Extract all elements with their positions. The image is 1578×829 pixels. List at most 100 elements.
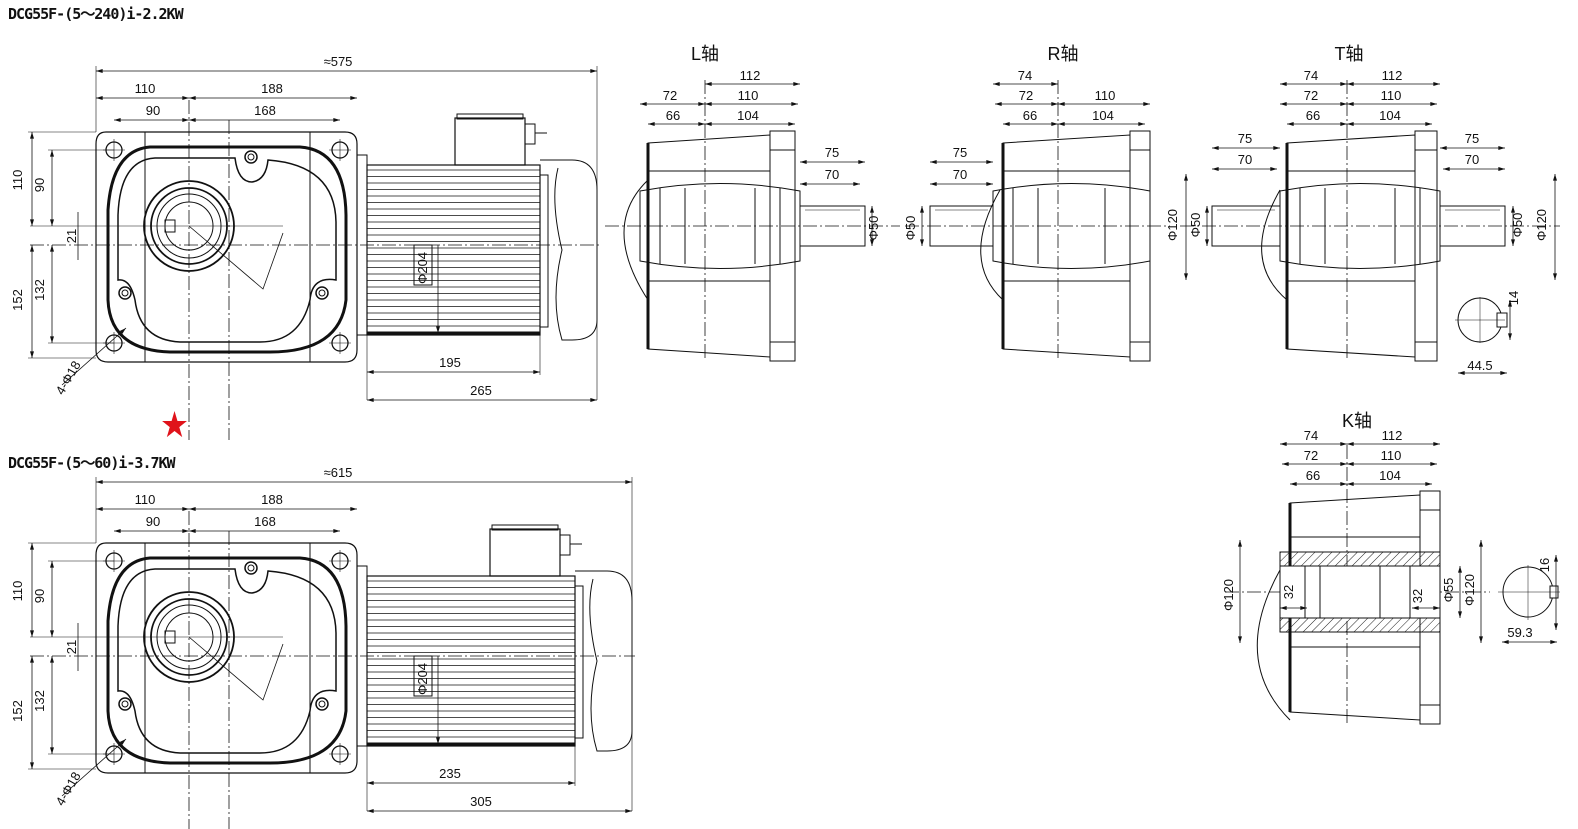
path [639,183,801,269]
dimension-label: 112 [1382,68,1403,83]
circle [315,697,329,711]
dimension-label: 66 [1306,108,1320,123]
dimension-label: 74 [1304,68,1318,83]
dimension-label: T轴 [1335,44,1364,64]
drawing-a-title: DCG55F-(5～240)i-2.2KW [8,5,184,23]
dimension-label: 44.5 [1467,358,1492,373]
path [1002,134,1131,358]
dimension-label: 90 [32,178,47,192]
path [95,131,358,363]
path [1256,569,1291,721]
circle [247,564,255,572]
path [1279,183,1441,269]
circle [121,700,129,708]
dimension-label: 66 [666,108,680,123]
path [1286,134,1416,358]
circle [118,286,132,300]
rect [491,524,559,531]
dimension-label: 74 [1304,428,1318,443]
rect [524,123,536,145]
rect [366,164,541,336]
dimension-label: 90 [146,103,160,118]
path [623,179,649,301]
star-marker-icon: ★ [160,405,190,446]
circle [244,150,258,164]
dimension-label: 112 [1382,428,1403,443]
path [117,157,337,343]
dimension-label: 32 [1281,585,1296,599]
dimension-label: 104 [1379,468,1401,483]
dimension-label: 21 [64,229,79,243]
dimension-label: 305 [470,794,492,809]
dimension-label: 104 [737,108,759,123]
dimension-label: Φ50 [1188,213,1203,238]
dimension-label: 90 [32,589,47,603]
dimension-label: 110 [10,581,25,602]
dimension-label: 104 [1092,108,1114,123]
rect [454,117,526,166]
dimension-label: 110 [135,81,156,96]
dimension-label: 152 [10,289,25,311]
path [980,189,1004,301]
dimension-label: 195 [439,355,461,370]
dimension-label: 152 [10,700,25,722]
rect [413,244,433,286]
circle [247,153,255,161]
dimension-label: Φ120 [1534,209,1549,241]
dimension-label: 14 [1506,291,1521,305]
path [575,570,633,752]
dimension-label: 70 [1465,152,1479,167]
dimension-label: ≈575 [324,54,353,69]
rect [1129,130,1151,362]
dimension-label: 168 [254,103,276,118]
dimension-label: 75 [953,145,967,160]
dimension-label: Φ50 [866,216,881,241]
dimension-label: 110 [1381,88,1402,103]
dimension-label: 235 [439,766,461,781]
circle [244,561,258,575]
dimension-label: ≈615 [324,465,353,480]
rect [366,575,576,747]
rect [1279,617,1441,633]
dimension-label: 70 [1238,152,1252,167]
rect [539,174,549,328]
dimension-label: Φ204 [415,252,430,284]
dimension-label: 110 [135,492,156,507]
dimension-label: Φ120 [1165,209,1180,241]
dimension-label: 132 [32,690,47,712]
dimension-label: Φ120 [1221,579,1236,611]
dimension-label: 74 [1018,68,1032,83]
drawing-b-title: DCG55F-(5～60)i-3.7KW [8,454,176,472]
line [61,738,127,797]
dimension-label: 66 [1306,468,1320,483]
dimension-label: 90 [146,514,160,529]
dimension-label: 132 [32,279,47,301]
dimension-label: 75 [825,145,839,160]
rect [1279,551,1441,567]
dimension-label: 168 [254,514,276,529]
circle [318,289,326,297]
path [188,636,284,701]
rect [456,113,524,120]
dimension-label: 75 [1465,131,1479,146]
path [106,145,348,354]
dimension-label: 72 [663,88,677,103]
dimension-label: Φ50 [1510,213,1525,238]
dimension-label: 59.3 [1507,625,1532,640]
dimension-label: 110 [1095,88,1116,103]
rect [489,528,561,577]
circle [118,697,132,711]
dimension-label: 110 [1381,448,1402,463]
dimension-label: 188 [261,492,283,507]
dimension-label: Φ50 [903,216,918,241]
circle [121,289,129,297]
circle [315,286,329,300]
dimension-label: 21 [64,640,79,654]
dimension-label: 72 [1019,88,1033,103]
path [106,556,348,765]
dimension-label: 265 [470,383,492,398]
dimension-label: R轴 [1048,44,1079,64]
rect [559,534,571,556]
path [117,568,337,754]
